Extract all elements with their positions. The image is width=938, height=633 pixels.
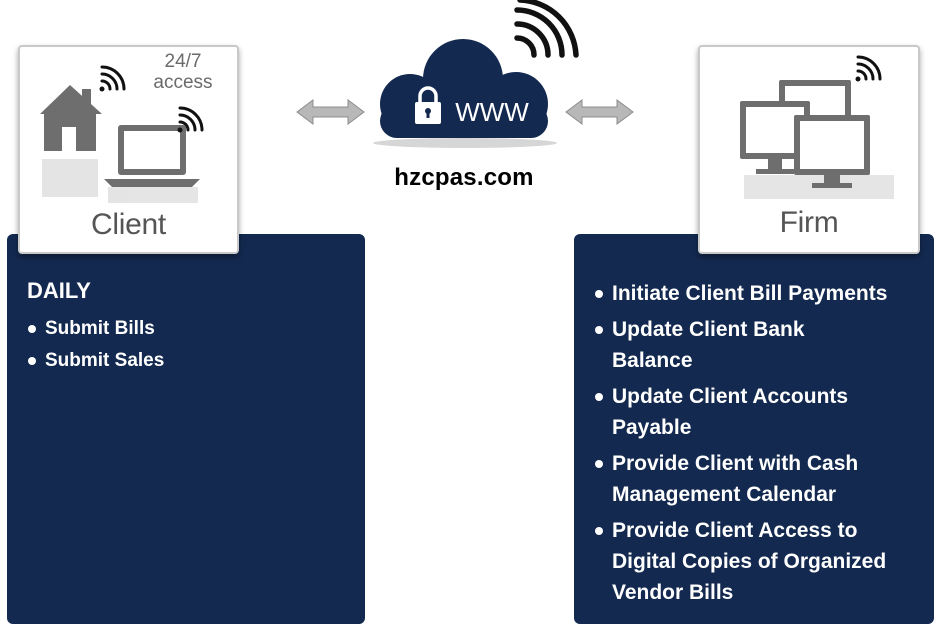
firm-task-item: Initiate Client Bill Payments [594, 278, 928, 309]
lock-icon [415, 86, 441, 124]
client-label: Client [91, 208, 166, 241]
client-task-item: Submit Sales [27, 345, 357, 377]
wifi-icon [177, 106, 204, 133]
house-icon [40, 85, 102, 151]
firm-illustration [740, 55, 894, 199]
laptop-reflection [108, 187, 198, 203]
double-arrow-icon [296, 99, 365, 125]
site-url: hzcpas.com [394, 164, 534, 191]
firm-card: Firm [698, 45, 920, 254]
wifi-icon [855, 55, 882, 82]
cloud-label: WWW [455, 97, 529, 127]
cloud-icon [380, 39, 548, 138]
client-panel-heading: DAILY [27, 278, 91, 303]
client-card: 24/7 access Client [18, 45, 239, 254]
house-reflection [42, 159, 98, 197]
access-label: 24/7 access [142, 51, 224, 93]
client-task-item: Submit Bills [27, 313, 357, 345]
access-text: 24/7 access [153, 51, 213, 93]
cloud-shadow [373, 138, 557, 148]
monitors-icon [740, 80, 870, 188]
client-illustration [40, 65, 204, 203]
firm-label: Firm [779, 206, 839, 239]
wifi-icon [99, 65, 126, 92]
wifi-icon [514, 0, 579, 58]
laptop-icon [104, 125, 200, 187]
double-arrow-icon [565, 99, 634, 125]
